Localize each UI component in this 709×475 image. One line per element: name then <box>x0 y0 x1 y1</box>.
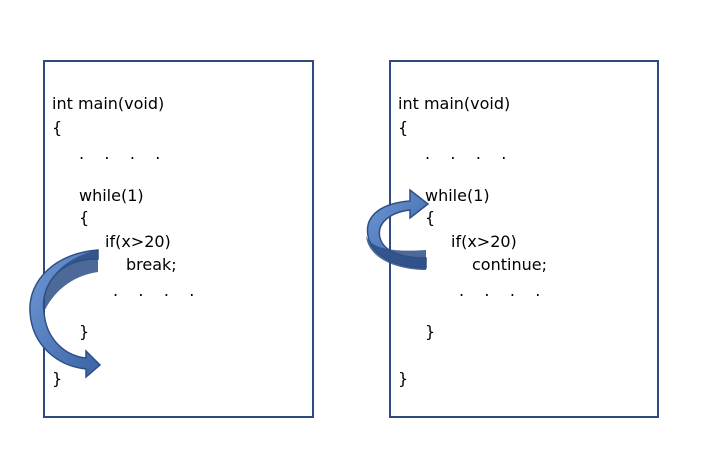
code-line-continue: continue; <box>472 255 547 274</box>
code-line-while: while(1) <box>79 186 144 205</box>
code-line-ellipsis-2: . . . . <box>459 281 541 300</box>
code-line-ellipsis-2: . . . . <box>113 281 195 300</box>
code-line-open-brace: { <box>52 118 63 137</box>
code-line-main: int main(void) <box>398 94 511 113</box>
code-line-while-close: } <box>79 322 90 341</box>
code-line-main-close: } <box>52 369 63 388</box>
code-line-open-brace: { <box>398 118 409 137</box>
code-line-while-close: } <box>425 322 436 341</box>
break-code-panel: int main(void) { . . . . while(1) { if(x… <box>43 60 314 418</box>
code-line-while: while(1) <box>425 186 490 205</box>
code-line-main-close: } <box>398 369 409 388</box>
code-line-while-brace: { <box>425 208 436 227</box>
code-line-ellipsis: . . . . <box>79 144 161 163</box>
continue-code-panel: int main(void) { . . . . while(1) { if(x… <box>389 60 659 418</box>
code-line-if: if(x>20) <box>105 232 171 251</box>
code-line-ellipsis: . . . . <box>425 144 507 163</box>
code-line-if: if(x>20) <box>451 232 517 251</box>
code-line-main: int main(void) <box>52 94 165 113</box>
code-line-break: break; <box>126 255 177 274</box>
code-line-while-brace: { <box>79 208 90 227</box>
